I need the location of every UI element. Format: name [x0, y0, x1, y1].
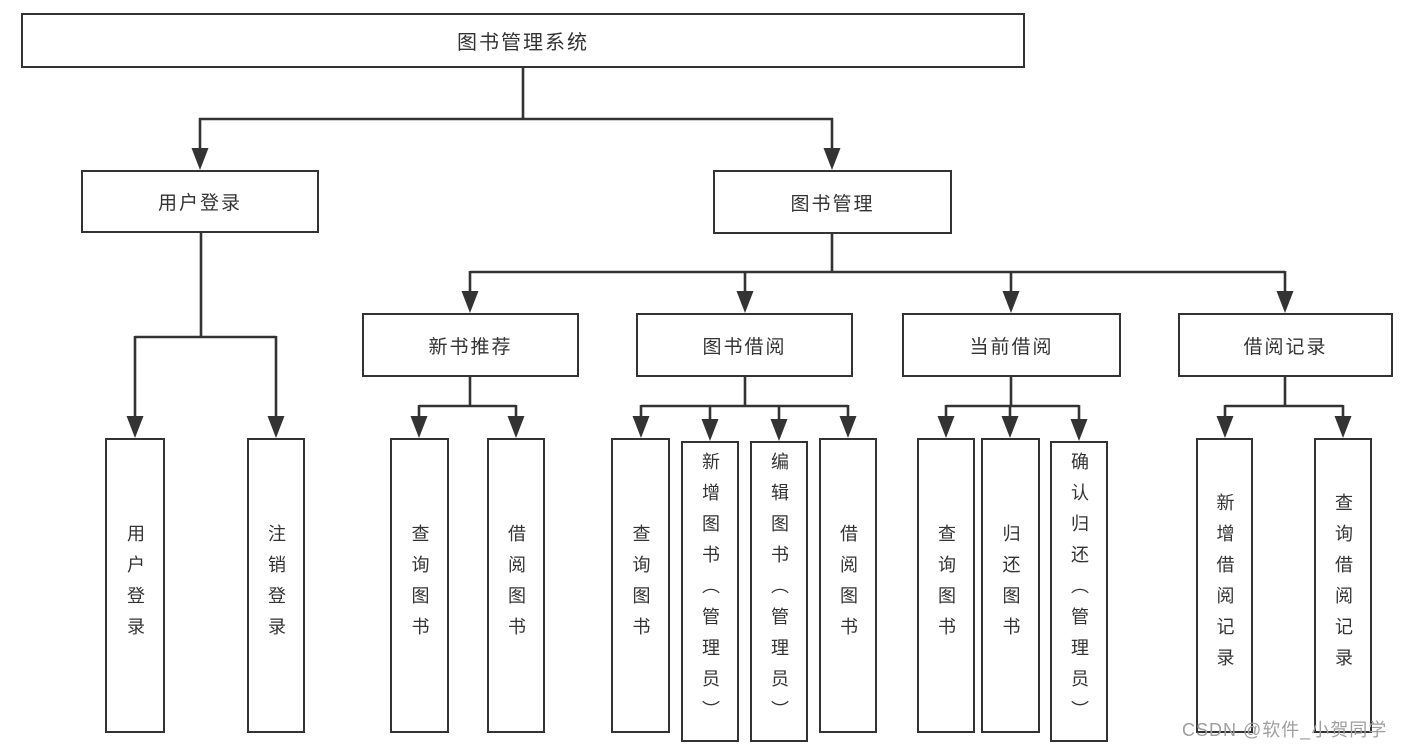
arrowhead-borrow-leaf4	[839, 416, 857, 438]
leaf-current-query-book: 查询图书	[917, 438, 975, 733]
leaf-user-login: 用户登录	[105, 438, 165, 733]
arrowhead-mgmt	[823, 148, 841, 170]
leaf-return-book: 归还图书	[981, 438, 1040, 733]
arrowhead-current-leaf1	[937, 416, 955, 438]
arrowhead-records-leaf1	[1216, 416, 1234, 438]
arrowhead-current-leaf2	[1001, 416, 1019, 438]
arrowhead-login-child2	[267, 416, 285, 438]
leaf-recommend-query-book: 查询图书	[390, 438, 449, 733]
node-borrow-records: 借阅记录	[1178, 313, 1393, 377]
arrowhead-recommend-leaf2	[507, 416, 525, 438]
leaf-add-book-admin: 新增图书（管理员）	[681, 441, 739, 742]
leaf-recommend-borrow-book: 借阅图书	[487, 438, 545, 733]
leaf-borrow-book: 借阅图书	[819, 438, 877, 733]
arrowhead-records	[1276, 291, 1294, 313]
arrowhead-current	[1002, 291, 1020, 313]
leaf-add-borrow-record: 新增借阅记录	[1196, 438, 1253, 733]
node-book-management: 图书管理	[713, 170, 952, 234]
leaf-edit-book-admin: 编辑图书（管理员）	[750, 441, 808, 742]
arrowhead-borrow-leaf2	[701, 419, 719, 441]
arrowhead-login-child1	[126, 416, 144, 438]
arrowhead-recommend-leaf1	[410, 416, 428, 438]
node-new-book-recommend: 新书推荐	[362, 313, 579, 377]
arrowhead-borrow-leaf3	[770, 419, 788, 441]
node-book-borrow: 图书借阅	[636, 313, 853, 377]
leaf-confirm-return-admin: 确认归还（管理员）	[1050, 441, 1108, 742]
leaf-logout: 注销登录	[247, 438, 305, 733]
arrowhead-login	[191, 148, 209, 170]
arrowhead-current-leaf3	[1070, 419, 1088, 441]
arrowhead-borrow-leaf1	[632, 416, 650, 438]
leaf-query-borrow-record: 查询借阅记录	[1314, 438, 1372, 733]
arrowhead-borrow	[736, 291, 754, 313]
csdn-watermark: CSDN @软件_小贺同学	[1182, 720, 1388, 740]
node-user-login: 用户登录	[81, 170, 319, 233]
arrowhead-records-leaf2	[1334, 416, 1352, 438]
arrowhead-recommend	[461, 291, 479, 313]
node-root: 图书管理系统	[21, 13, 1025, 68]
leaf-borrow-query-book: 查询图书	[611, 438, 670, 733]
node-current-borrow: 当前借阅	[902, 313, 1121, 377]
